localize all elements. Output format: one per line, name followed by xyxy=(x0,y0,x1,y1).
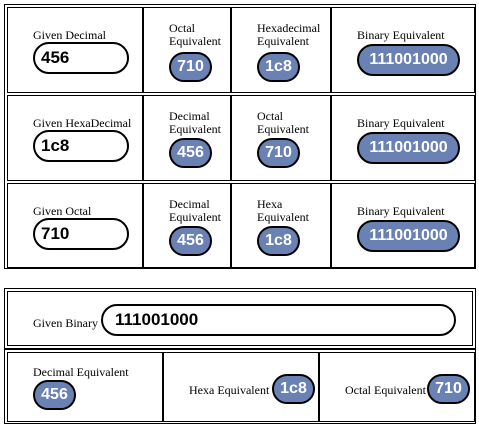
cell-decimal-equivalent: Decimal Equivalent 456 xyxy=(143,95,231,181)
binary-output: 111001000 xyxy=(357,220,460,252)
label-equivalent: Equivalent xyxy=(257,34,309,48)
label-decimal: Decimal xyxy=(169,109,210,123)
cell-decimal-equivalent: Decimal Equivalent 456 xyxy=(143,183,231,268)
cell-given-binary: Given Binary xyxy=(7,291,473,346)
decimal-output: 456 xyxy=(169,226,212,256)
label-given-binary: Given Binary xyxy=(33,316,98,330)
label-given-hexadecimal: Given HexaDecimal xyxy=(33,116,132,130)
label-octal-equivalent: Octal Equivalent xyxy=(345,383,426,397)
cell-given-hexadecimal: Given HexaDecimal xyxy=(7,95,143,181)
label-equivalent: Equivalent xyxy=(169,122,221,136)
label-given-octal: Given Octal xyxy=(33,204,92,218)
label-hexa: Hexa xyxy=(257,197,283,211)
label-given-decimal: Given Decimal xyxy=(33,28,106,42)
decimal-output: 456 xyxy=(33,380,76,410)
hexadecimal-output: 1c8 xyxy=(257,52,300,82)
cell-binary-equivalent: Binary Equivalent 111001000 xyxy=(331,183,475,268)
label-decimal: Decimal xyxy=(169,197,210,211)
decimal-input[interactable] xyxy=(33,42,129,74)
octal-output: 710 xyxy=(427,374,470,404)
cell-hexadecimal-equivalent: Hexadecimal Equivalent 1c8 xyxy=(231,7,331,93)
binary-input[interactable] xyxy=(101,304,456,336)
cell-decimal-equivalent: Decimal Equivalent 456 xyxy=(7,352,163,422)
converter-table-top: Given Decimal Octal Equivalent 710 Hexad… xyxy=(4,4,476,269)
label-equivalent: Equivalent xyxy=(169,210,221,224)
label-equivalent: Equivalent xyxy=(257,122,309,136)
label-decimal-equivalent: Decimal Equivalent xyxy=(33,365,129,379)
octal-output: 710 xyxy=(169,52,212,82)
label-equivalent: Equivalent xyxy=(169,34,221,48)
cell-hexa-equivalent: Hexa Equivalent 1c8 xyxy=(163,352,319,422)
label-octal: Octal xyxy=(257,109,283,123)
label-binary-equivalent: Binary Equivalent xyxy=(357,28,445,42)
binary-output: 111001000 xyxy=(357,44,460,76)
binary-output-table: Decimal Equivalent 456 Hexa Equivalent 1… xyxy=(4,349,476,424)
label-octal: Octal xyxy=(169,21,195,35)
binary-output: 111001000 xyxy=(357,132,460,164)
binary-input-table: Given Binary xyxy=(4,288,476,349)
label-equivalent: Equivalent xyxy=(257,210,309,224)
octal-output: 710 xyxy=(257,138,300,168)
cell-octal-equivalent: Octal Equivalent 710 xyxy=(231,95,331,181)
label-hexa-equivalent: Hexa Equivalent xyxy=(189,383,270,397)
cell-binary-equivalent: Binary Equivalent 111001000 xyxy=(331,95,475,181)
cell-given-decimal: Given Decimal xyxy=(7,7,143,93)
octal-input[interactable] xyxy=(33,218,129,250)
hexadecimal-output: 1c8 xyxy=(257,226,300,256)
cell-hexa-equivalent: Hexa Equivalent 1c8 xyxy=(231,183,331,268)
cell-binary-equivalent: Binary Equivalent 111001000 xyxy=(331,7,475,93)
cell-octal-equivalent: Octal Equivalent 710 xyxy=(319,352,475,422)
cell-given-octal: Given Octal xyxy=(7,183,143,268)
label-binary-equivalent: Binary Equivalent xyxy=(357,116,445,130)
cell-octal-equivalent: Octal Equivalent 710 xyxy=(143,7,231,93)
hexadecimal-output: 1c8 xyxy=(272,374,315,404)
label-binary-equivalent: Binary Equivalent xyxy=(357,204,445,218)
hexadecimal-input[interactable] xyxy=(33,130,129,162)
decimal-output: 456 xyxy=(169,138,212,168)
label-hexadecimal: Hexadecimal xyxy=(257,21,321,35)
